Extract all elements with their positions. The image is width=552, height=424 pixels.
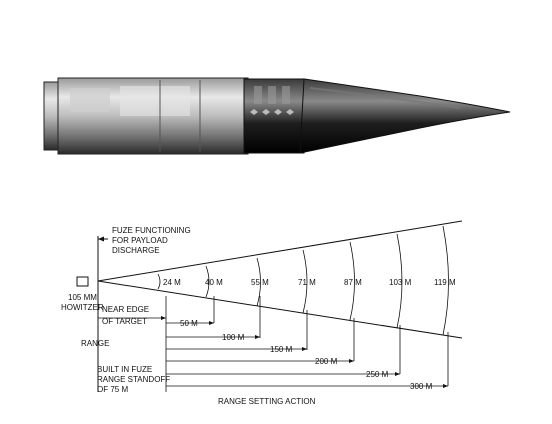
cone-lower-edge: [97, 280, 463, 339]
fuze-label-3: DISCHARGE: [112, 246, 160, 255]
width-arc-119: [442, 225, 449, 336]
width-label-87: 87 M: [344, 278, 362, 287]
range-arrowheads: [209, 321, 448, 388]
width-label-103: 103 M: [389, 278, 412, 287]
range-setting-action-label: RANGE SETTING ACTION: [218, 397, 316, 406]
howitzer-label-2: HOWITZER: [61, 303, 104, 312]
range-label: RANGE: [81, 339, 109, 348]
standoff-label-1: BUILT IN FUZE: [97, 365, 152, 374]
fuze-label-2: FOR PAYLOAD: [112, 236, 168, 245]
cone-upper-edge: [97, 220, 463, 282]
width-label-119: 119 M: [434, 278, 456, 287]
range-label-100: 100 M: [222, 333, 245, 342]
range-label-250: 250 M: [366, 370, 389, 379]
range-label-200: 200 M: [315, 357, 338, 366]
range-label-300: 300 M: [410, 382, 433, 391]
width-label-71: 71 M: [298, 278, 316, 287]
width-arc-103: [396, 233, 403, 329]
width-arc-87: [349, 241, 355, 321]
diagram-labels: FUZE FUNCTIONING FOR PAYLOAD DISCHARGE 1…: [61, 226, 456, 406]
width-label-40: 40 M: [205, 278, 223, 287]
range-label-150: 150 M: [270, 345, 293, 354]
width-arc-71: [302, 249, 308, 314]
width-label-55: 55 M: [251, 278, 269, 287]
fuze-label-1: FUZE FUNCTIONING: [112, 226, 191, 235]
range-label-50: 50 M: [180, 319, 198, 328]
standoff-arrowhead: [161, 316, 166, 320]
standoff-label-2: RANGE STANDOFF: [97, 375, 170, 384]
near-edge-label-2: OF TARGET: [102, 317, 147, 326]
fuze-arrow-head: [98, 236, 104, 242]
howitzer-icon: [76, 276, 89, 287]
near-edge-label-1: NEAR EDGE: [102, 305, 149, 314]
width-arc-55: [256, 257, 261, 307]
howitzer-label-1: 105 MM: [68, 293, 97, 302]
width-arc-40: [205, 265, 210, 298]
width-arc-24: [157, 273, 161, 290]
projectile-illustration: [43, 77, 511, 155]
width-label-24: 24 M: [163, 278, 181, 287]
fuze-cone: [76, 220, 463, 392]
standoff-label-3: OF 75 M: [97, 385, 128, 394]
